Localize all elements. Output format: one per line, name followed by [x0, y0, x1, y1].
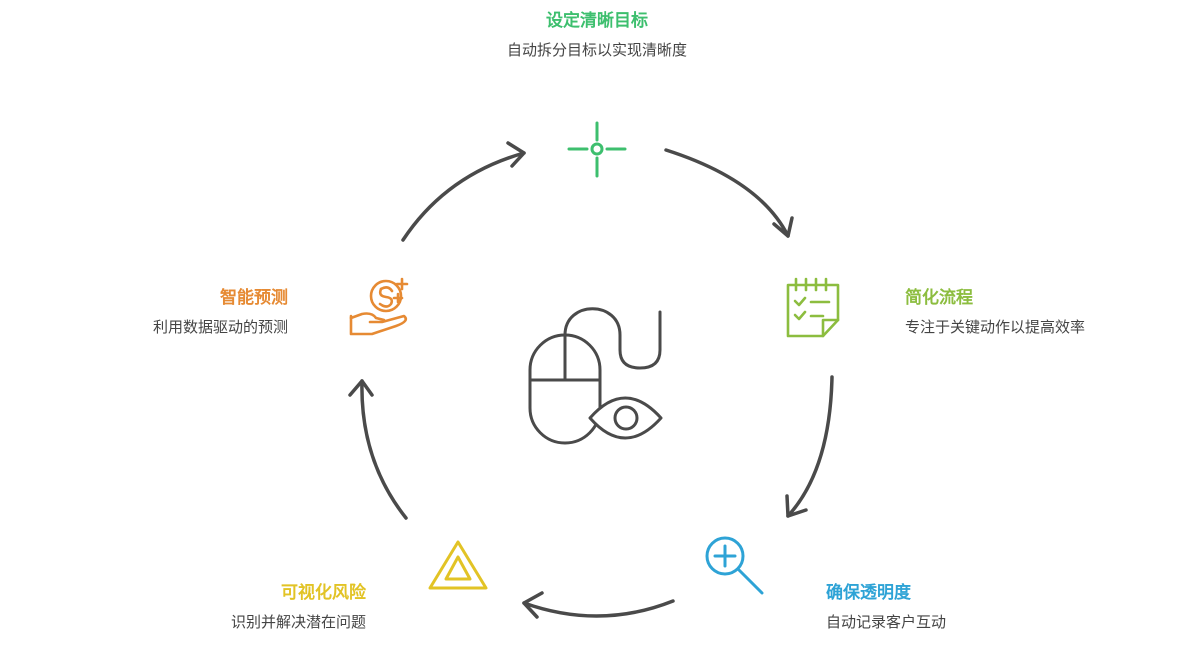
- step-goal-label: 设定清晰目标 自动拆分目标以实现清晰度: [507, 10, 687, 60]
- arrow-simplify-to-transparency: [785, 375, 834, 518]
- step-desc: 利用数据驱动的预测: [152, 318, 288, 336]
- step-title: 设定清晰目标: [545, 11, 648, 31]
- step-title: 智能预测: [220, 288, 288, 308]
- checklist-icon: [786, 277, 840, 338]
- step-title: 确保透明度: [826, 583, 911, 603]
- arrow-risk-to-prediction: [348, 379, 408, 520]
- mouse-eye-icon: [528, 307, 663, 445]
- step-prediction-label: 智能预测 利用数据驱动的预测: [153, 287, 288, 337]
- step-simplify-label: 简化流程 专注于关键动作以提高效率: [905, 287, 1085, 337]
- step-title: 简化流程: [905, 288, 973, 308]
- magnifier-plus-icon: [705, 536, 764, 595]
- arrow-transparency-to-risk: [522, 591, 675, 619]
- step-transparency-label: 确保透明度 自动记录客户互动: [826, 582, 946, 632]
- step-desc: 自动记录客户互动: [826, 613, 947, 631]
- crosshair-icon: [567, 121, 627, 178]
- step-desc: 识别并解决潜在问题: [230, 613, 366, 631]
- arrow-goal-to-simplify: [664, 148, 794, 238]
- hand-coin-icon: [349, 277, 409, 336]
- step-desc: 自动拆分目标以实现清晰度: [506, 41, 688, 59]
- warning-triangle-icon: [428, 540, 488, 590]
- step-desc: 专注于关键动作以提高效率: [905, 318, 1086, 336]
- arrow-prediction-to-goal: [401, 141, 526, 242]
- step-risk-label: 可视化风险 识别并解决潜在问题: [231, 582, 366, 632]
- step-title: 可视化风险: [281, 583, 366, 603]
